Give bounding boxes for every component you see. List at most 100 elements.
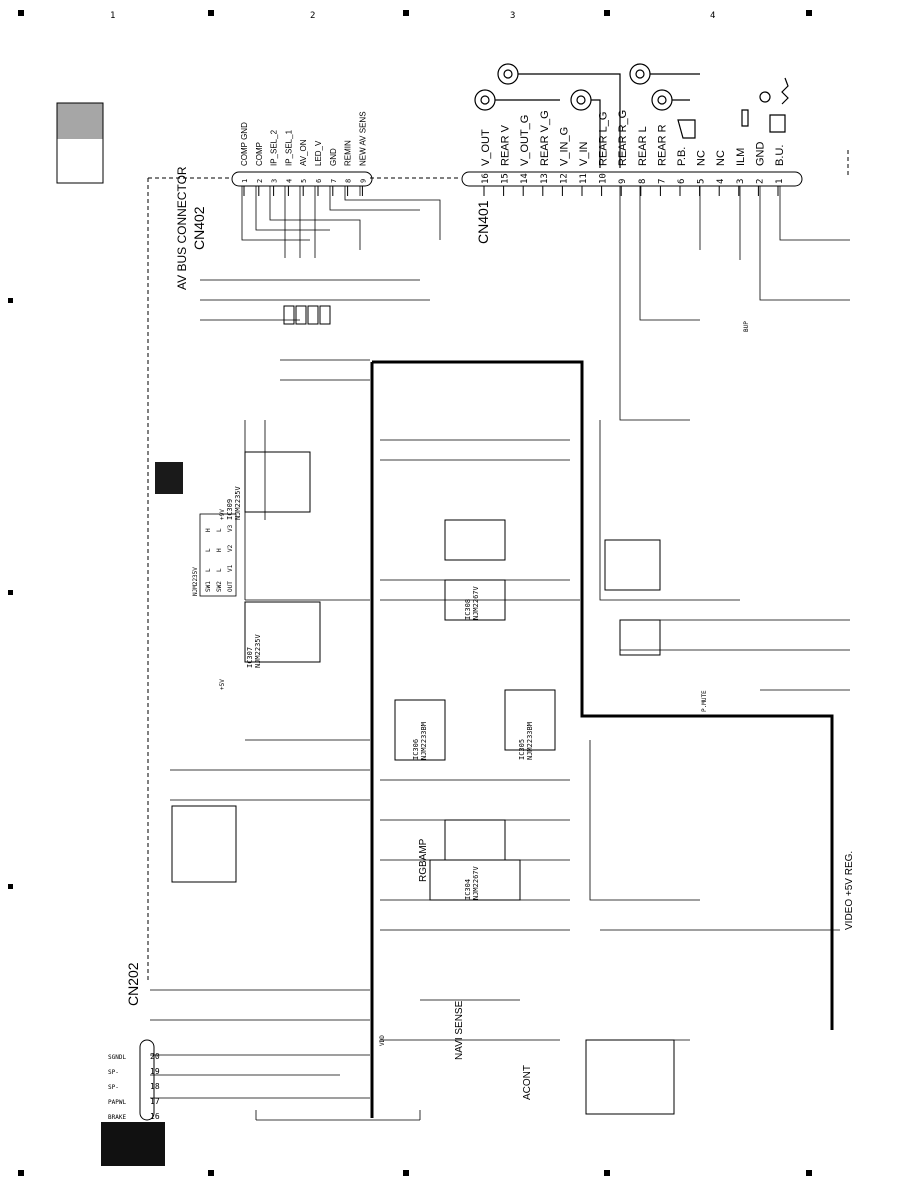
cn401-pin-name: V_OUT: [480, 129, 492, 166]
cn401-pin-name: B.U.: [774, 145, 786, 166]
cn402-pin-name: NEW AV SENS: [358, 111, 367, 166]
cn202-pin-number: 20: [150, 1052, 160, 1061]
cn402-connector: [231, 171, 373, 196]
cn402-pin-number: 6: [315, 179, 323, 183]
cn402-pin-name: LED_V: [314, 140, 323, 166]
page-tab-gray: [57, 103, 103, 139]
bup-label: BUP: [743, 321, 750, 332]
grid-number: 3: [510, 11, 515, 21]
cn202-pin-name: SP-: [108, 1069, 119, 1076]
cn401-pin-number: 11: [579, 173, 589, 184]
cn401-pin-name: GND: [754, 142, 766, 167]
cn402-pin-number: 9: [359, 179, 367, 183]
cn401-pin-name: V_OUT_G: [519, 115, 531, 166]
cn202-ref: CN202: [125, 962, 141, 1006]
cn401-pin-number: 16: [481, 173, 491, 184]
cn202-pin-number: 17: [150, 1097, 160, 1106]
cn202-pin-number: 19: [150, 1067, 160, 1076]
cn402-ref: CN402: [191, 206, 207, 250]
cn402-pin-name: IP_SEL_1: [284, 129, 293, 166]
ic-part-label: NJM2233BM: [526, 722, 534, 760]
navi-sense-label: NAVI SENSE: [454, 1000, 465, 1060]
cn401-pin-name: NC: [696, 150, 708, 166]
truth-table-title: NJM2235V: [192, 567, 199, 596]
acont-label: ACONT: [522, 1065, 533, 1100]
cn202-pin-name: PAPWL: [108, 1099, 126, 1106]
cn401-connector: [461, 171, 803, 196]
cn401-pin-number: 1: [775, 179, 785, 184]
cn401-pin-name: REAR V: [500, 124, 512, 166]
truth-table-cell: L: [205, 548, 212, 552]
cn401-ref: CN401: [475, 200, 491, 244]
cn402-title: AV BUS CONNECTOR: [175, 166, 189, 290]
cn401-pin-name: REAR L_G: [598, 112, 610, 166]
ic-part-label: NJM2267V: [472, 585, 480, 620]
grid-number: 1: [110, 11, 115, 21]
cn202-connector: [139, 1039, 155, 1121]
cn402-pin-number: 3: [271, 179, 279, 183]
cn402-pin-number: 8: [345, 179, 353, 183]
cn202-pin-name: BRAKE: [108, 1114, 126, 1121]
cn402-pin-number: 5: [300, 179, 308, 183]
cn401-pin-number: 6: [677, 179, 687, 184]
ic-boxes: [171, 451, 675, 1115]
cn202-pin-name: SGNDL: [108, 1054, 126, 1061]
ic-ref-label: IC308: [464, 599, 472, 620]
cn401-pin-number: 13: [540, 173, 550, 184]
cn402-pin-number: 4: [285, 179, 293, 183]
cn401-pin-number: 3: [736, 179, 746, 184]
cn401-pin-number: 5: [697, 179, 707, 184]
truth-table-cell: V2: [227, 544, 234, 552]
page-corner-block: [101, 1122, 165, 1166]
section-marker: [155, 462, 183, 494]
truth-table-cell: SW1: [205, 581, 212, 592]
ic-part-label: NJM2267V: [472, 865, 480, 900]
cn401-pin-name: V_IN_G: [558, 127, 570, 166]
cn402-pin-number: 7: [330, 179, 338, 183]
cn401-pin-name: REAR V_G: [539, 110, 551, 166]
cn401-pin-name: REAR R_G: [617, 110, 629, 166]
cn202-pin-number: 16: [150, 1112, 160, 1121]
rgb-amp-label: RGBAMP: [418, 838, 429, 882]
ic-ref-label: IC309: [226, 499, 234, 520]
p-mute-label: P.MUTE: [701, 690, 708, 712]
grid-number: 2: [310, 11, 315, 21]
cn401-pin-number: 4: [716, 179, 726, 184]
cn202-pin-number: 18: [150, 1082, 160, 1091]
cn402-pin-name: GND: [329, 148, 338, 166]
cn401-pin-name: P.B.: [676, 147, 688, 166]
wiring: [150, 186, 850, 1121]
cn401-pin-number: 14: [520, 173, 530, 184]
cn402-pin-name: COMP GND: [240, 122, 249, 166]
cn401-pin-number: 2: [755, 179, 765, 184]
heavy-trace: [370, 360, 834, 1118]
registration-marks: [8, 10, 812, 1176]
truth-table-cell: L: [216, 568, 223, 572]
cn402-pin-name: AV_ON: [299, 139, 308, 166]
ic-ref-label: IC306: [412, 739, 420, 760]
cn401-pin-name: V_IN: [578, 141, 590, 166]
ic-ref-label: IC305: [518, 739, 526, 760]
cn401-pin-number: 9: [618, 179, 628, 184]
cn401-pin-name: NC: [715, 150, 727, 166]
cn402-pin-name: IP_SEL_2: [270, 129, 279, 166]
cn401-pin-name: ILM: [735, 148, 747, 166]
truth-table-cell: L: [205, 568, 212, 572]
cn402-pin-name: REMIN: [344, 140, 353, 166]
truth-table-cell: V1: [227, 564, 234, 572]
rca-jacks: [474, 63, 789, 168]
grid-number: 4: [710, 11, 715, 21]
cn401-pin-number: 10: [599, 173, 609, 184]
ic-part-label: NJM2233BM: [420, 722, 428, 760]
ic-ref-label: IC307: [246, 647, 254, 668]
cn401-pin-name: REAR R: [656, 124, 668, 166]
cn401-pin-number: 8: [638, 179, 648, 184]
vdd-label: VDD: [379, 1035, 386, 1046]
cn401-pin-number: 7: [657, 179, 667, 184]
truth-table-cell: H: [216, 548, 223, 552]
ic-ref-label: IC304: [464, 879, 472, 900]
truth-table-cell: OUT: [227, 581, 234, 592]
cn401-pin-number: 12: [559, 173, 569, 184]
ic-part-label: NJM2235V: [254, 633, 262, 668]
